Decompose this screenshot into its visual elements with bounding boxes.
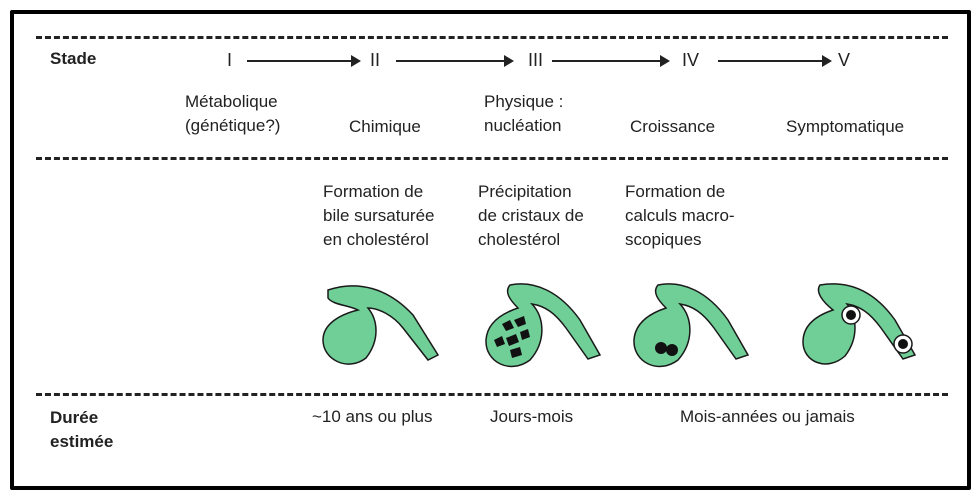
duration-stage-4-5: Mois-années ou jamais: [680, 406, 855, 428]
top-divider: [36, 36, 948, 39]
gallbladder-stones-icon: [628, 280, 758, 375]
arrow-1-2: [247, 60, 353, 62]
arrow-2-3: [396, 60, 506, 62]
stage-name-1: Métabolique (génétique?): [185, 90, 280, 138]
duration-stage-2: ~10 ans ou plus: [312, 406, 433, 428]
stage-name-5: Symptomatique: [786, 116, 904, 138]
gallbladder-obstruction-icon: [795, 280, 925, 375]
gallbladder-crystals-icon: [480, 280, 610, 375]
stage-name-2: Chimique: [349, 116, 421, 138]
arrow-4-5: [718, 60, 824, 62]
stage-description-2: Formation de bile sursaturée en cholesté…: [323, 180, 435, 252]
stage-numeral-4: IV: [682, 50, 699, 71]
stage-numeral-5: V: [838, 50, 850, 71]
stage-name-4: Croissance: [630, 116, 715, 138]
stage-description-3: Précipitation de cristaux de cholestérol: [478, 180, 584, 252]
stage-numeral-2: II: [370, 50, 380, 71]
middle-divider: [36, 157, 948, 160]
duration-stage-3: Jours-mois: [490, 406, 573, 428]
stage-description-4: Formation de calculs macro- scopiques: [625, 180, 735, 252]
stage-name-3: Physique : nucléation: [484, 90, 563, 138]
duration-row-label: Durée estimée: [50, 406, 113, 454]
stage-row-label: Stade: [50, 48, 96, 70]
gallbladder-clear-icon: [318, 280, 448, 375]
bottom-divider: [36, 393, 948, 396]
stage-numeral-1: I: [227, 50, 232, 71]
stage-numeral-3: III: [528, 50, 543, 71]
arrow-3-4: [552, 60, 662, 62]
